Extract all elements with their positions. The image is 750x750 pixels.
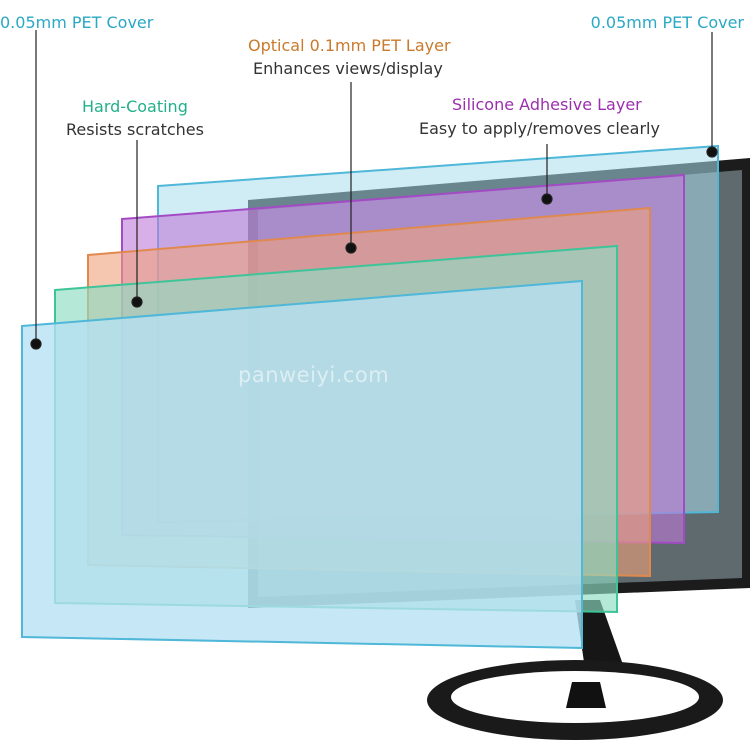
leader-dot-pet-cover-right — [706, 146, 718, 158]
label-pet-cover-right-title: 0.05mm PET Cover — [590, 13, 744, 32]
label-hard-coating-desc: Resists scratches — [66, 120, 204, 139]
leader-dot-hard-coating — [131, 296, 143, 308]
monitor-stand — [427, 600, 723, 740]
label-optical-layer-desc: Enhances views/display — [253, 59, 443, 78]
leader-dot-optical-layer — [345, 242, 357, 254]
pet-cover-front-layer — [21, 279, 583, 650]
leader-dot-silicone-layer — [541, 193, 553, 205]
label-optical-layer-title: Optical 0.1mm PET Layer — [248, 36, 451, 55]
label-silicone-layer-desc: Easy to apply/removes clearly — [419, 119, 660, 138]
leader-dot-pet-cover-left — [30, 338, 42, 350]
label-silicone-layer-title: Silicone Adhesive Layer — [452, 95, 642, 114]
watermark: panweiyi.com — [238, 363, 390, 387]
label-hard-coating-title: Hard-Coating — [82, 97, 188, 116]
label-pet-cover-left-title: 0.05mm PET Cover — [0, 13, 154, 32]
